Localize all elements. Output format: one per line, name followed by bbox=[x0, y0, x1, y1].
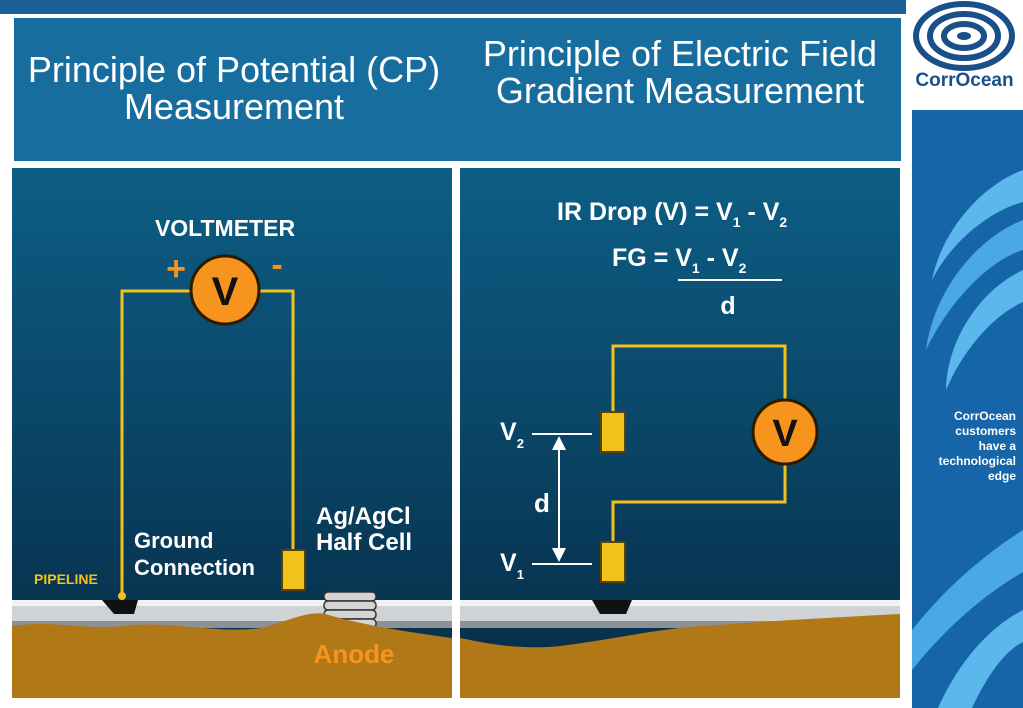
logo-wordmark: CorrOcean bbox=[915, 70, 1014, 91]
electrode-v1 bbox=[600, 541, 626, 583]
svg-text:IR Drop (V) = V1 - V2: IR Drop (V) = V1 - V2 bbox=[557, 198, 787, 230]
plus-sign: + bbox=[166, 250, 186, 288]
logo-area bbox=[906, 0, 1023, 108]
ground-connection-label: Ground Connection bbox=[134, 528, 255, 580]
minus-sign: - bbox=[271, 246, 282, 284]
fg-equation: FG = V1 - V2 d bbox=[612, 244, 782, 320]
tagline-line: CorrOcean bbox=[953, 409, 1016, 423]
tagline-line: have a bbox=[978, 439, 1016, 453]
tagline-line: edge bbox=[987, 469, 1016, 483]
v1-label: V1 bbox=[500, 549, 524, 582]
v2-label: V2 bbox=[500, 418, 524, 451]
sea-floor bbox=[12, 613, 452, 698]
wire-positive bbox=[120, 289, 190, 596]
ir-drop-equation: IR Drop (V) = V1 - V2 bbox=[557, 198, 787, 230]
distance-label: d bbox=[534, 488, 550, 518]
electrode-v2 bbox=[600, 411, 626, 453]
sea-floor bbox=[460, 614, 900, 698]
brand-tagline: CorrOcean customers have a technological… bbox=[916, 409, 1016, 484]
title-banner bbox=[14, 18, 901, 161]
tagline-line: technological bbox=[938, 454, 1016, 468]
panel-field-gradient-measurement: IR Drop (V) = V1 - V2 FG = V1 - V2 d V d bbox=[460, 168, 900, 698]
half-cell-icon bbox=[281, 549, 306, 591]
voltmeter-symbol: V bbox=[212, 270, 239, 314]
voltmeter-symbol: V bbox=[772, 413, 798, 455]
wire-bottom bbox=[611, 458, 787, 542]
potential-diagram: V VOLTMETER + - Ag/AgCl Half Cell Ground… bbox=[12, 215, 452, 698]
sensor-clamp bbox=[592, 600, 632, 614]
panel-potential-measurement: V VOLTMETER + - Ag/AgCl Half Cell Ground… bbox=[12, 168, 452, 698]
title-field-gradient-measurement: Principle of Electric Field Gradient Mea… bbox=[482, 33, 878, 111]
sidebar-wave-decoration bbox=[912, 170, 1023, 708]
brand-sidebar bbox=[912, 110, 1023, 708]
arrow-head-down bbox=[552, 548, 566, 562]
top-bar bbox=[0, 0, 1023, 14]
half-cell-label: Ag/AgCl Half Cell bbox=[316, 503, 417, 556]
voltmeter-icon bbox=[189, 254, 261, 326]
field-gradient-diagram: IR Drop (V) = V1 - V2 FG = V1 - V2 d V d bbox=[460, 198, 900, 698]
bottom-bar bbox=[0, 700, 912, 708]
tagline-line: customers bbox=[955, 424, 1016, 438]
fg-denominator: d bbox=[720, 292, 735, 320]
anode-label: Anode bbox=[314, 639, 395, 669]
voltmeter-label: VOLTMETER bbox=[155, 215, 296, 241]
arrow-head-up bbox=[552, 436, 566, 450]
wire-negative bbox=[260, 289, 295, 550]
voltmeter-icon bbox=[751, 398, 819, 466]
wire-top bbox=[611, 344, 787, 412]
corrocean-logo-icon bbox=[913, 1, 1015, 71]
pipeline-label: PIPELINE bbox=[34, 571, 98, 587]
ground-contact-dot bbox=[118, 592, 126, 600]
title-potential-measurement: Principle of Potential (CP) Measurement bbox=[27, 49, 441, 127]
ground-clamp bbox=[102, 600, 138, 614]
svg-text:FG = V1 - V2: FG = V1 - V2 bbox=[612, 244, 747, 276]
